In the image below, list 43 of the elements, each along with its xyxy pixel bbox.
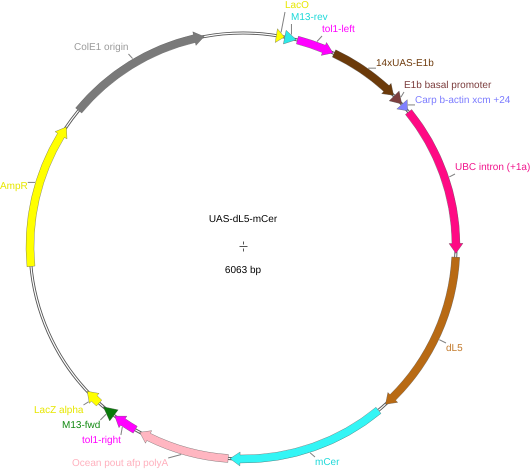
leader-line	[290, 24, 292, 35]
feature-label: Ocean pout afp polyA	[72, 458, 168, 470]
feature-label: tol1-left	[322, 24, 355, 36]
sequence-feature	[26, 126, 68, 268]
feature-label: LacO	[285, 0, 309, 12]
feature-label: 14xUAS-E1b	[376, 58, 434, 70]
feature-label: mCer	[315, 457, 340, 469]
sequence-feature	[296, 36, 334, 56]
leader-line	[280, 12, 286, 33]
feature-label: dL5	[446, 343, 463, 355]
leader-line	[400, 92, 404, 98]
leader-line	[316, 36, 322, 42]
leader-line	[27, 182, 36, 183]
feature-label: Carp b-actin xcm +24	[415, 95, 510, 107]
sequence-feature	[388, 90, 402, 104]
sequence-feature	[75, 32, 204, 114]
sequence-feature	[274, 28, 285, 43]
plasmid-name: UAS-dL5-mCer	[208, 214, 278, 226]
plasmid-size: 6063 bp	[224, 265, 262, 277]
leader-line	[82, 401, 90, 406]
leader-line	[438, 339, 446, 344]
leader-line	[310, 452, 316, 458]
feature-label: M13-fwd	[62, 420, 100, 432]
feature-label: LacZ alpha	[34, 405, 84, 417]
sequence-feature	[230, 407, 382, 466]
leader-line	[448, 174, 456, 178]
sequence-feature	[396, 99, 408, 112]
sequence-feature	[114, 416, 138, 434]
leader-line	[368, 68, 376, 69]
leader-line	[168, 454, 182, 458]
feature-label: UBC intron (+1a)	[455, 162, 530, 174]
sequence-feature	[283, 30, 297, 44]
leader-line	[407, 104, 416, 106]
feature-label: ColE1 origin	[74, 42, 128, 54]
leader-line	[120, 426, 123, 436]
leader-line	[128, 54, 134, 60]
feature-label: AmpR	[0, 181, 28, 193]
sequence-feature	[103, 406, 118, 422]
feature-label: tol1-right	[82, 435, 121, 447]
leader-line	[100, 414, 106, 420]
sequence-feature	[86, 391, 102, 406]
feature-label: E1b basal promoter	[404, 80, 492, 92]
feature-label: M13-rev	[291, 12, 328, 24]
